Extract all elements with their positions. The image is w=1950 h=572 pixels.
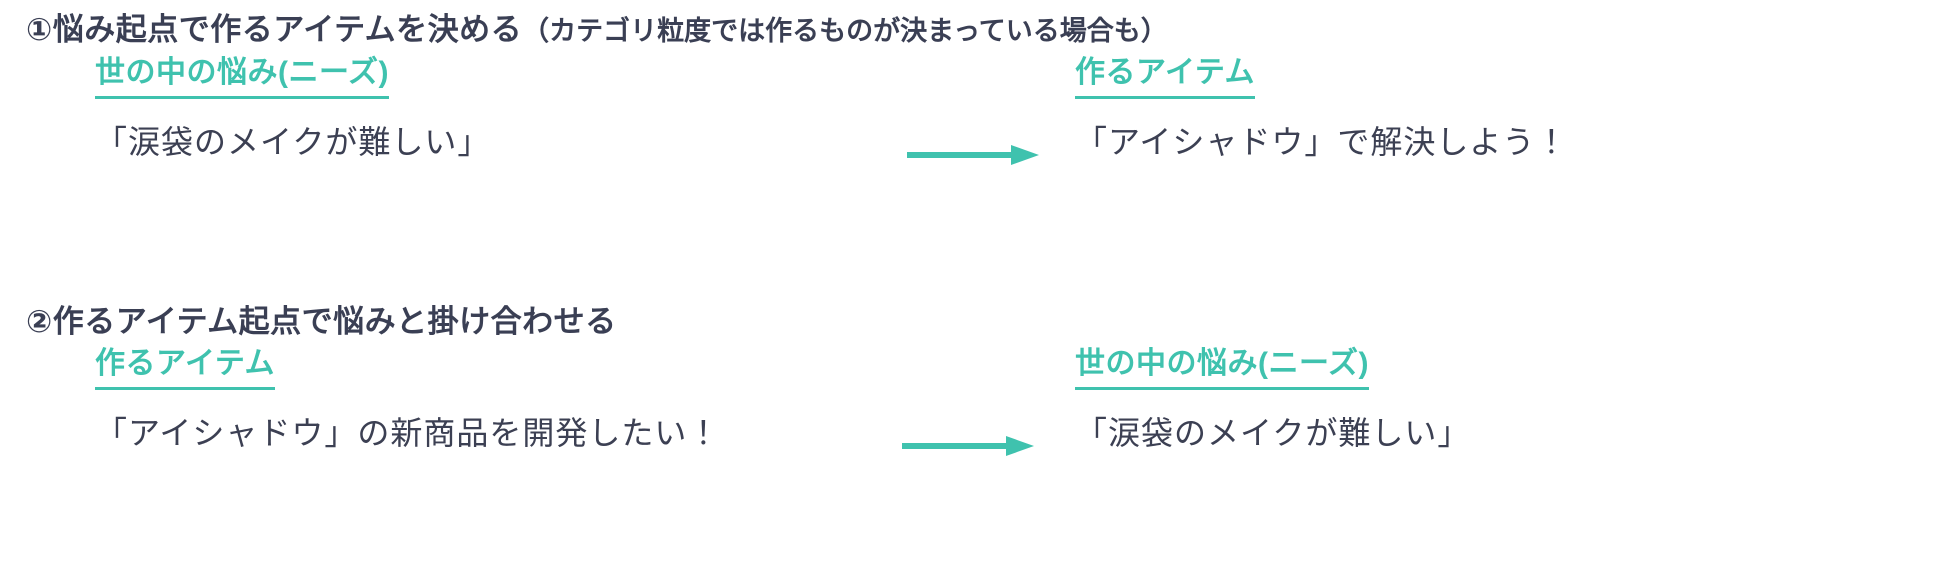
needs-text-1: 「涙袋のメイクが難しい」 — [95, 124, 491, 160]
needs-text-2: 「涙袋のメイクが難しい」 — [1075, 415, 1471, 451]
flow-row-2: 作るアイテム 「アイシャドウ」の新商品を開発したい！ 世の中の悩み(ニーズ) 「… — [0, 344, 1950, 494]
item-label-2: 作るアイテム — [95, 344, 275, 390]
arrow-right-icon-1 — [905, 141, 1045, 172]
section-heading-1-main: ①悩み起点で作るアイテムを決める — [26, 12, 523, 47]
flow-row-1-right-column: 作るアイテム 「アイシャドウ」で解決しよう！ — [1075, 53, 1568, 165]
flow-row-1: 世の中の悩み(ニーズ) 「涙袋のメイクが難しい」 作るアイテム 「アイシャドウ」… — [0, 53, 1950, 203]
item-label-1: 作るアイテム — [1075, 53, 1255, 99]
section-block-2: ②作るアイテム起点で悩みと掛け合わせる 作るアイテム 「アイシャドウ」の新商品を… — [0, 300, 1950, 494]
section-heading-2-main: ②作るアイテム起点で悩みと掛け合わせる — [26, 304, 617, 339]
needs-label-1: 世の中の悩み(ニーズ) — [95, 53, 389, 99]
section-heading-2: ②作るアイテム起点で悩みと掛け合わせる — [0, 300, 1950, 344]
item-text-1: 「アイシャドウ」で解決しよう！ — [1075, 124, 1569, 160]
section-heading-1: ①悩み起点で作るアイテムを決める （カテゴリ粒度では作るものが決まっている場合も… — [0, 8, 1950, 53]
flow-row-2-right-column: 世の中の悩み(ニーズ) 「涙袋のメイクが難しい」 — [1075, 344, 1470, 456]
arrow-right-icon-2 — [900, 432, 1040, 463]
item-text-2: 「アイシャドウ」の新商品を開発したい！ — [95, 415, 721, 451]
flow-row-2-left-column: 作るアイテム 「アイシャドウ」の新商品を開発したい！ — [95, 344, 720, 456]
section-block-1: ①悩み起点で作るアイテムを決める （カテゴリ粒度では作るものが決まっている場合も… — [0, 8, 1950, 203]
section-heading-1-note: （カテゴリ粒度では作るものが決まっている場合も） — [522, 16, 1168, 46]
needs-label-2: 世の中の悩み(ニーズ) — [1075, 344, 1369, 390]
flow-row-1-left-column: 世の中の悩み(ニーズ) 「涙袋のメイクが難しい」 — [95, 53, 490, 165]
